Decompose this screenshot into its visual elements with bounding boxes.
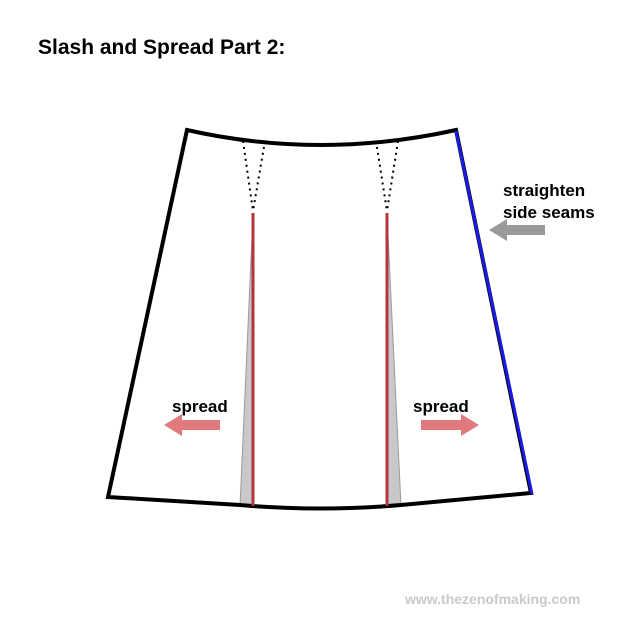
straighten-side-seams-label: straighten side seams bbox=[503, 180, 595, 224]
spread-wedge-right bbox=[386, 213, 402, 507]
skirt-outline bbox=[105, 127, 534, 511]
straighten-label-line-1: straighten bbox=[503, 181, 586, 200]
arrow-left-icon bbox=[489, 219, 545, 241]
watermark: www.thezenofmaking.com bbox=[405, 591, 581, 607]
dart-right bbox=[375, 140, 399, 212]
straightened-side-seam bbox=[454, 130, 534, 495]
dart-left bbox=[242, 140, 266, 212]
arrow-left-icon bbox=[164, 414, 220, 436]
spread-label-right: spread bbox=[413, 397, 469, 416]
spread-label-left: spread bbox=[172, 397, 228, 416]
straighten-label-line-2: side seams bbox=[503, 203, 595, 222]
arrow-right-icon bbox=[421, 414, 479, 436]
spread-wedge-left bbox=[239, 213, 254, 507]
page-title: Slash and Spread Part 2: bbox=[38, 36, 286, 59]
